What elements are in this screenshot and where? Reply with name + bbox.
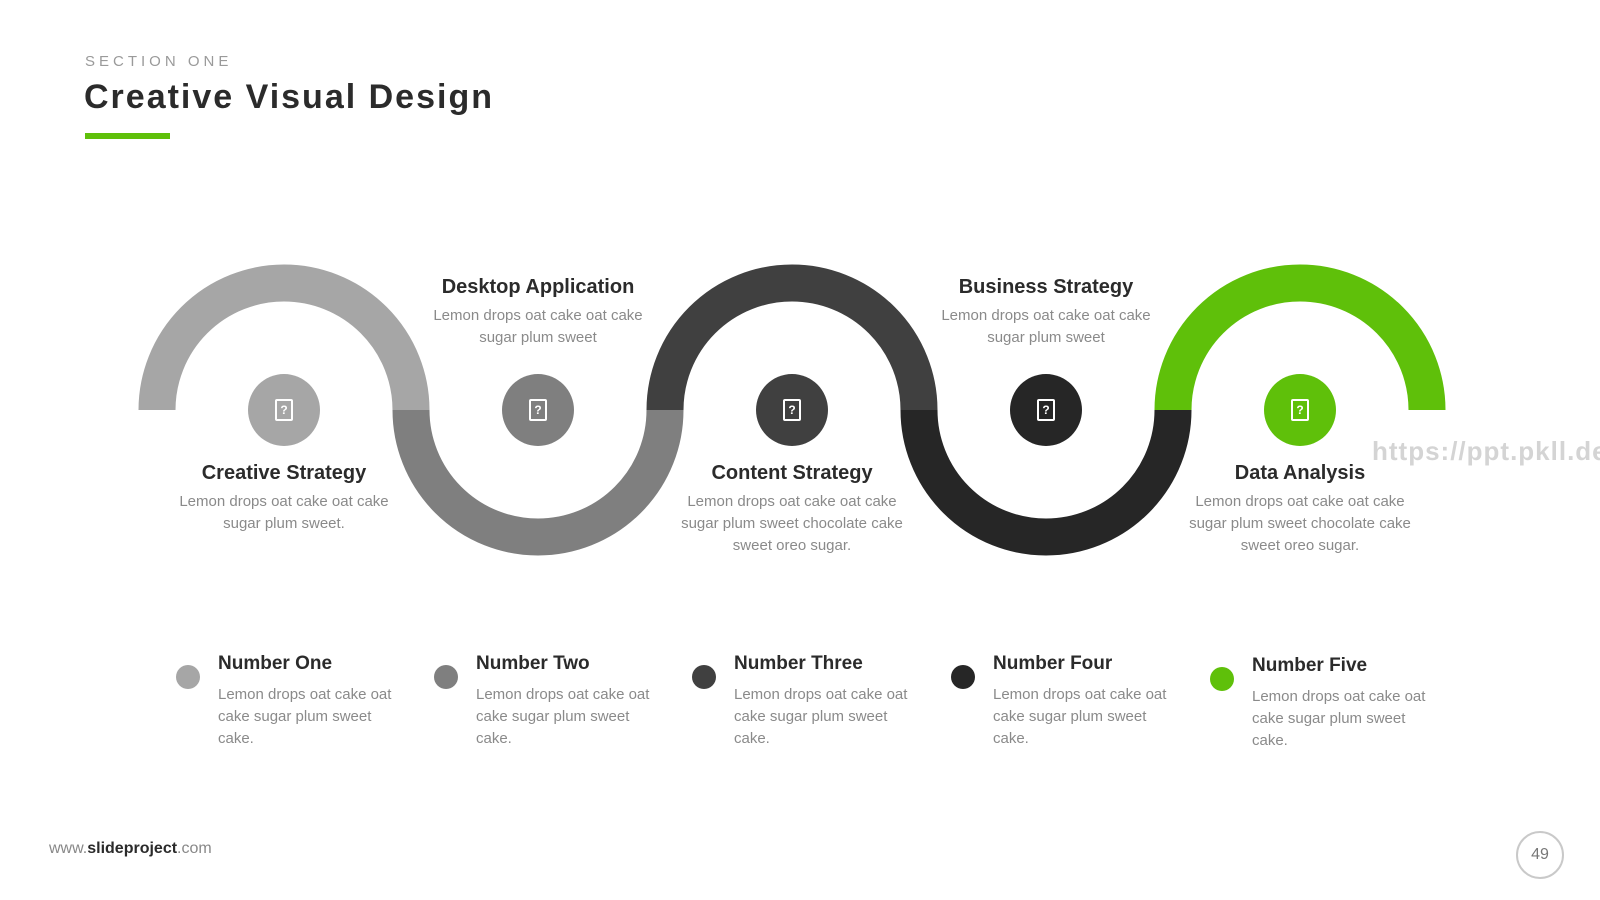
page-number: 49 [1516, 831, 1564, 879]
title-accent-bar [85, 133, 170, 139]
watermark-text: https://ppt.pkll.de [1372, 436, 1600, 466]
step-desc: Lemon drops oat cake oat cake sugar plum… [433, 307, 643, 346]
document-icon: ? [1037, 399, 1055, 421]
legend-title: Number Two [476, 653, 590, 674]
step-title: Creative Strategy [201, 462, 367, 484]
wave-arc-1 [138, 264, 430, 411]
legend-title: Number One [218, 653, 333, 674]
legend-desc: Lemon drops oat cake oat cake sugar plum… [1252, 688, 1426, 749]
legend-dot [692, 665, 716, 689]
step-5-icon-circle: ? [1264, 374, 1336, 446]
step-desc: Lemon drops oat cake oat cake sugar plum… [1189, 493, 1411, 554]
step-title: Content Strategy [711, 462, 873, 484]
wave-arc-5 [1154, 264, 1446, 411]
step-title: Data Analysis [1234, 462, 1366, 484]
page-title: Creative Visual Design [84, 78, 494, 116]
step-2-icon-circle: ? [502, 374, 574, 446]
legend-desc: Lemon drops oat cake oat cake sugar plum… [476, 686, 650, 747]
document-icon: ? [529, 399, 547, 421]
step-5-label: Data Analysis Lemon drops oat cake oat c… [1180, 462, 1420, 557]
step-1-label: Creative Strategy Lemon drops oat cake o… [164, 462, 404, 535]
step-4-icon-circle: ? [1010, 374, 1082, 446]
step-desc: Lemon drops oat cake oat cake sugar plum… [681, 493, 903, 554]
legend-dot [1210, 667, 1234, 691]
footer-url-brand: slideproject [87, 840, 178, 857]
wave-arc-4 [900, 409, 1192, 556]
wave-arc-3 [646, 264, 938, 411]
step-2-label: Desktop Application Lemon drops oat cake… [418, 276, 658, 349]
footer-website-link[interactable]: www.slideproject.com [49, 840, 212, 858]
document-icon: ? [1291, 399, 1309, 421]
footer-url-prefix: www. [49, 840, 88, 857]
step-3-icon-circle: ? [756, 374, 828, 446]
legend-title: Number Five [1252, 655, 1368, 676]
footer-url-suffix: .com [177, 840, 212, 857]
legend-desc: Lemon drops oat cake oat cake sugar plum… [993, 686, 1167, 747]
step-3-label: Content Strategy Lemon drops oat cake oa… [672, 462, 912, 557]
document-icon: ? [783, 399, 801, 421]
legend-dot [951, 665, 975, 689]
step-title: Business Strategy [958, 276, 1134, 298]
step-1-icon-circle: ? [248, 374, 320, 446]
step-desc: Lemon drops oat cake oat cake sugar plum… [179, 493, 389, 532]
step-desc: Lemon drops oat cake oat cake sugar plum… [941, 307, 1151, 346]
step-4-label: Business Strategy Lemon drops oat cake o… [926, 276, 1166, 349]
legend-title: Number Four [993, 653, 1113, 674]
legend-dot [176, 665, 200, 689]
section-label: SECTION ONE [85, 53, 233, 70]
step-title: Desktop Application [441, 276, 635, 298]
legend-desc: Lemon drops oat cake oat cake sugar plum… [218, 686, 392, 747]
legend-desc: Lemon drops oat cake oat cake sugar plum… [734, 686, 908, 747]
document-icon: ? [275, 399, 293, 421]
legend-title: Number Three [734, 653, 863, 674]
legend-dot [434, 665, 458, 689]
wave-arc-2 [392, 409, 684, 556]
